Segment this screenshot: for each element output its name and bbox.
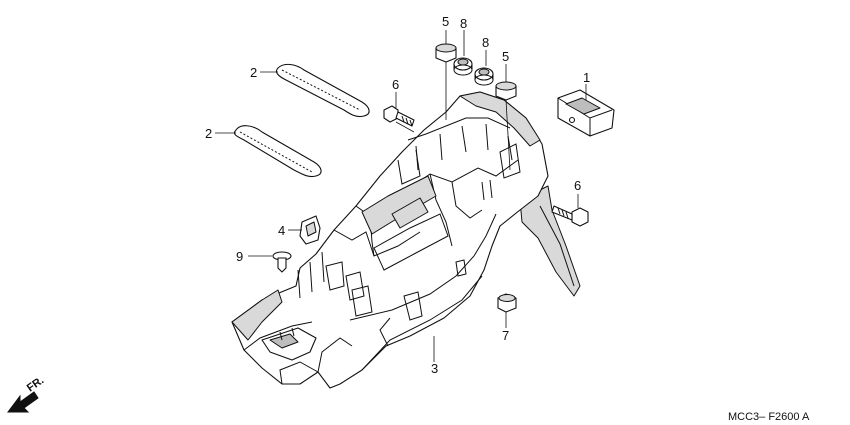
rear-fender [231, 91, 581, 389]
callout-4: 4 [278, 223, 285, 238]
grommet-left [453, 57, 473, 76]
front-label: FR. [25, 374, 46, 394]
rivet [272, 251, 292, 273]
front-arrow-icon: FR. [7, 374, 46, 413]
callout-8-left: 8 [460, 16, 467, 31]
seal-strip-lower [233, 125, 322, 178]
callout-3: 3 [431, 361, 438, 376]
callout-1: 1 [583, 70, 590, 85]
callout-labels: 1 2 2 3 4 5 5 6 6 7 8 8 9 [205, 14, 590, 376]
rubber-block [557, 89, 615, 137]
callout-5-right: 5 [502, 49, 509, 64]
callout-2-upper: 2 [250, 65, 257, 80]
bolt-upper [383, 105, 415, 127]
bolt-right [551, 205, 589, 227]
collar-upper-left [435, 43, 457, 63]
callout-5-left: 5 [442, 14, 449, 29]
leader-lines [215, 30, 587, 362]
callout-9: 9 [236, 249, 243, 264]
callout-8-right: 8 [482, 35, 489, 50]
collar-upper-right [495, 81, 517, 101]
callout-7: 7 [502, 328, 509, 343]
nut [497, 293, 517, 313]
diagram-code: MCC3– F2600 A [728, 411, 810, 423]
callout-6-upper: 6 [392, 77, 399, 92]
grommet-right [474, 67, 494, 86]
callout-2-lower: 2 [205, 126, 212, 141]
seal-strip-upper [275, 63, 370, 118]
callout-6-right: 6 [574, 178, 581, 193]
clip-nut [299, 215, 321, 245]
